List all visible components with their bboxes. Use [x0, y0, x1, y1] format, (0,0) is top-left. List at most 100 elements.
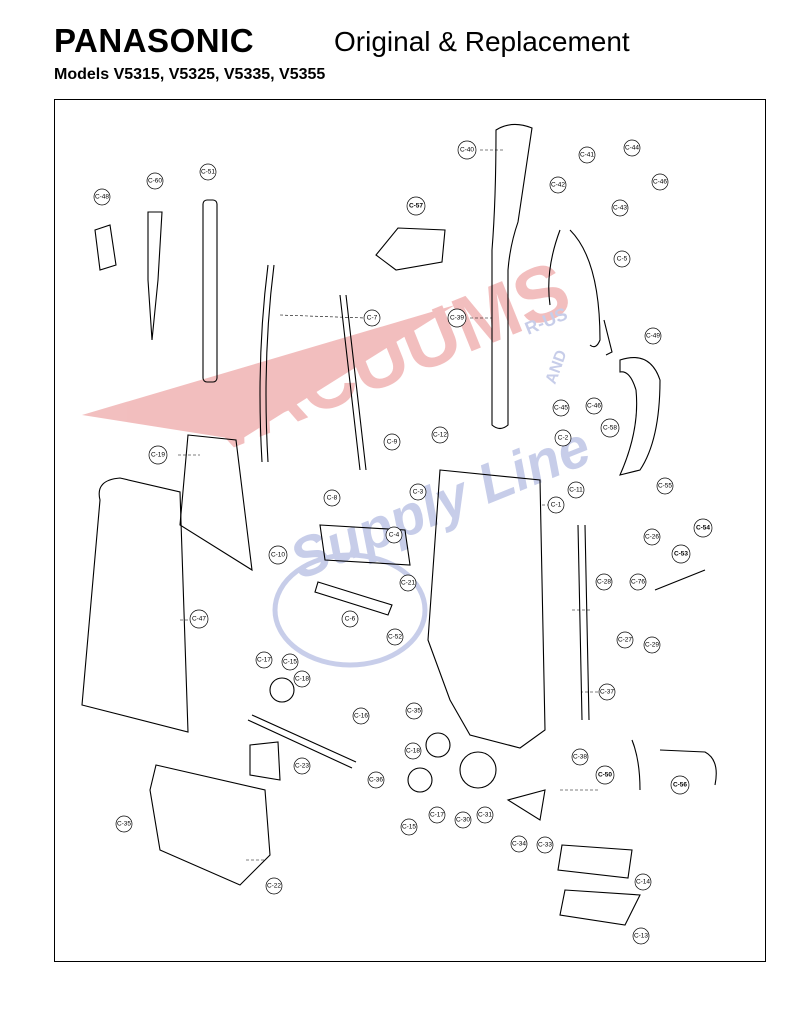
- label-c22: C-22: [267, 883, 281, 890]
- label-c45: C-45: [554, 405, 568, 412]
- label-c12: C-12: [433, 432, 447, 439]
- label-c56: C-56: [673, 782, 687, 789]
- motor-drawing: [459, 751, 497, 789]
- agitator-drawing: [247, 714, 357, 769]
- filter-pad-drawing: [557, 844, 633, 879]
- brand-title: PANASONIC: [54, 22, 255, 59]
- label-c7: C-7: [367, 315, 378, 322]
- part-drawings: [81, 123, 717, 926]
- hook-bend-drawing: [631, 739, 641, 791]
- cord-plug-drawing: [603, 319, 613, 356]
- label-c46b: C-46: [587, 403, 601, 410]
- rail-left-drawing: [259, 264, 275, 463]
- label-c50: C-50: [598, 772, 612, 779]
- models-line: Models V5315, V5325, V5335, V5355: [54, 66, 326, 83]
- label-c44: C-44: [625, 145, 639, 152]
- label-c26: C-26: [645, 534, 659, 541]
- main-body-drawing: [427, 469, 546, 749]
- part-label-circles: [93, 139, 713, 945]
- label-c15b: C-15: [402, 824, 416, 831]
- hose-drawing: [619, 356, 661, 476]
- label-c57: C-57: [409, 203, 423, 210]
- watermark-small-b: AND: [543, 348, 571, 386]
- label-c37: C-37: [600, 689, 614, 696]
- part-labels: C-40 C-41 C-44 C-42 C-43 C-46 C-48 C-60 …: [95, 145, 710, 940]
- label-c1: C-1: [551, 502, 562, 509]
- label-c46a: C-46: [653, 179, 667, 186]
- hook-bend2-drawing: [659, 749, 717, 786]
- filter-cover-drawing: [179, 434, 253, 572]
- label-c15a: C-15: [283, 659, 297, 666]
- label-c41: C-41: [580, 152, 594, 159]
- label-c2: C-2: [558, 435, 569, 442]
- label-c55: C-55: [658, 483, 672, 490]
- label-c52: C-52: [388, 634, 402, 641]
- wheel-drawing: [407, 767, 433, 793]
- label-c17a: C-17: [257, 657, 271, 664]
- bumper-drawing: [319, 524, 411, 566]
- fan-housing-drawing: [506, 789, 546, 821]
- label-c35: C-35: [407, 708, 421, 715]
- watermark-swirl: [272, 552, 428, 668]
- rail-right-drawing: [339, 294, 367, 471]
- power-cord-drawing: [548, 229, 601, 348]
- label-c9: C-9: [387, 439, 398, 446]
- label-c8: C-8: [327, 495, 338, 502]
- label-c40: C-40: [460, 147, 474, 154]
- axle-rod-drawing: [654, 569, 706, 591]
- label-c31: C-31: [478, 812, 492, 819]
- extension-wand-drawing: [202, 199, 218, 383]
- label-c4: C-4: [389, 532, 400, 539]
- label-c60: C-60: [148, 178, 162, 185]
- label-c10: C-10: [271, 552, 285, 559]
- cord-hook-rod-drawing: [577, 524, 590, 721]
- label-c53: C-53: [674, 551, 688, 558]
- label-c39: C-39: [450, 315, 464, 322]
- handle-pipe-drawing: [491, 123, 533, 430]
- brush-tool-drawing: [94, 224, 117, 271]
- base-nozzle-drawing: [149, 764, 271, 886]
- label-c51: C-51: [201, 169, 215, 176]
- label-c11: C-11: [569, 487, 583, 494]
- label-c54: C-54: [696, 525, 710, 532]
- label-c58: C-58: [603, 425, 617, 432]
- label-c38: C-38: [573, 754, 587, 761]
- label-c5: C-5: [617, 256, 628, 263]
- crevice-tool-drawing: [147, 211, 163, 341]
- motor-gasket-drawing: [425, 732, 451, 758]
- label-c34: C-34: [512, 841, 526, 848]
- page-subtitle: Original & Replacement: [334, 26, 630, 57]
- label-c42: C-42: [551, 182, 565, 189]
- label-c14: C-14: [636, 879, 650, 886]
- label-c16: C-16: [354, 713, 368, 720]
- label-c18b: C-18: [406, 748, 420, 755]
- label-c76: C-76: [631, 579, 645, 586]
- label-c29: C-29: [645, 642, 659, 649]
- label-c47: C-47: [192, 616, 206, 623]
- dust-bag-cover-drawing: [81, 477, 189, 733]
- wheel-left-drawing: [269, 677, 295, 703]
- label-c48: C-48: [95, 194, 109, 201]
- bumper-strip-drawing: [314, 581, 393, 616]
- small-cover-drawing: [249, 741, 281, 781]
- label-c27: C-27: [618, 637, 632, 644]
- label-c30: C-30: [456, 817, 470, 824]
- label-c49: C-49: [646, 333, 660, 340]
- label-c13: C-13: [634, 933, 648, 940]
- label-c6: C-6: [345, 616, 356, 623]
- label-c23: C-23: [295, 763, 309, 770]
- exhaust-grille-drawing: [559, 889, 641, 926]
- label-c18a: C-18: [295, 676, 309, 683]
- label-c17b: C-17: [430, 812, 444, 819]
- label-c19: C-19: [151, 452, 165, 459]
- label-c35b: C-35: [117, 821, 131, 828]
- label-c28: C-28: [597, 579, 611, 586]
- tool-holder-drawing: [375, 227, 446, 271]
- label-c36: C-36: [369, 777, 383, 784]
- watermark-red-swoosh: [82, 305, 455, 440]
- label-c43: C-43: [613, 205, 627, 212]
- label-c21: C-21: [401, 580, 415, 587]
- label-c3: C-3: [413, 489, 424, 496]
- diagram-frame: [54, 99, 766, 962]
